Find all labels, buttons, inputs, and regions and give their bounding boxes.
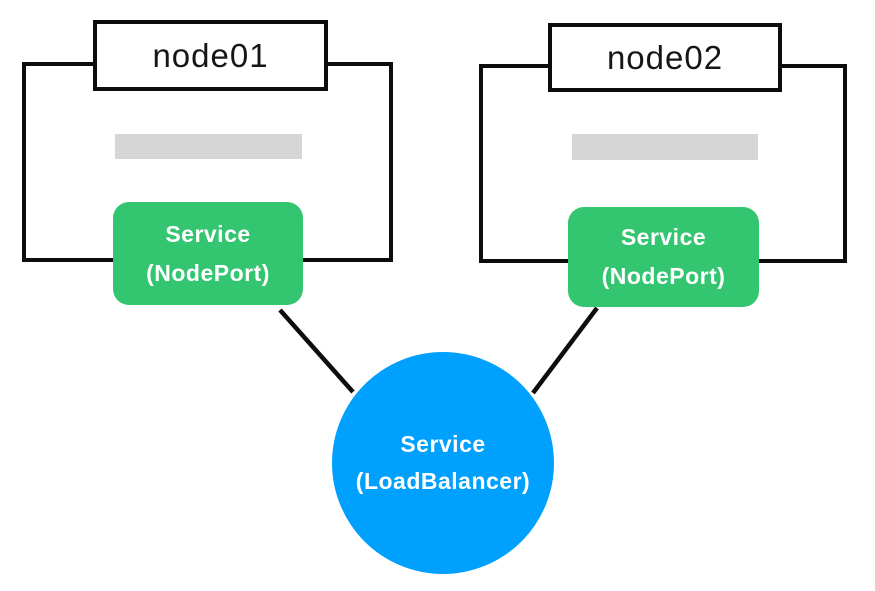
- service-nodeport-line1: Service: [165, 220, 251, 247]
- service-nodeport-line2: (NodePort): [146, 259, 270, 286]
- service-nodeport-line1: Service: [620, 224, 707, 250]
- connector-node01-to-loadbalancer: [278, 308, 355, 394]
- connector-node02-to-loadbalancer: [531, 306, 599, 395]
- service-loadbalancer-circle: Service (LoadBalancer): [332, 352, 554, 574]
- node01-placeholder-bar: [115, 134, 302, 159]
- node02-placeholder-bar: [572, 134, 758, 160]
- node01-label-box: node01: [93, 20, 328, 91]
- service-loadbalancer-line2: (LoadBalancer): [355, 468, 531, 494]
- node02-label: node02: [606, 38, 724, 76]
- node01-label: node01: [152, 36, 269, 74]
- node02-label-box: node02: [548, 23, 782, 92]
- service-nodeport-line2: (NodePort): [601, 263, 726, 289]
- service-loadbalancer-line1: Service: [400, 431, 486, 457]
- node01-service-nodeport: Service (NodePort): [113, 202, 303, 305]
- node02-service-nodeport: Service (NodePort): [568, 207, 759, 307]
